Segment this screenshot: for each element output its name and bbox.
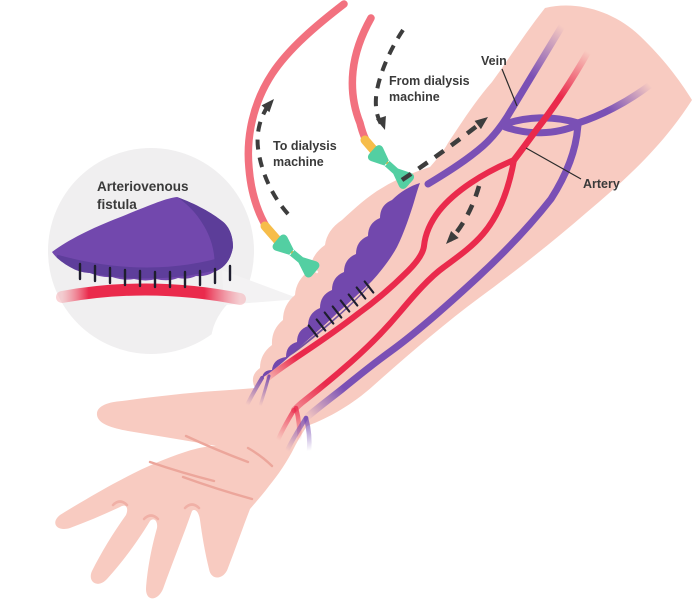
- fistula-tail: [245, 376, 264, 407]
- tube: [244, 0, 348, 232]
- labels: To dialysis machine From dialysis machin…: [273, 54, 620, 191]
- artery-flow-arrow: [442, 185, 482, 248]
- from-machine-line: [348, 14, 416, 191]
- inset-fistula-shadow-right: [177, 197, 233, 272]
- vein-forearm: [302, 81, 654, 422]
- tube: [348, 14, 375, 146]
- inset-artery: [56, 283, 246, 305]
- to-machine-line: [244, 0, 348, 280]
- from-machine-arrow: [373, 28, 405, 132]
- blood-vessels: [266, 22, 654, 454]
- anastomosis-stitches: [307, 280, 375, 338]
- palm-creases: [148, 434, 274, 501]
- artery-forearm: [291, 157, 517, 413]
- fistula-tail: [258, 374, 271, 408]
- vein-label: Vein: [481, 54, 507, 68]
- inset-fistula-vein: [52, 197, 233, 281]
- vein-wrist-prong: [284, 415, 309, 454]
- fistula-bulge: [245, 183, 420, 408]
- fistula-dilated-vein: [262, 183, 420, 378]
- artery-pointer-line: [525, 147, 582, 180]
- artery-wrist-prong: [275, 407, 297, 443]
- vein-upper-branch: [424, 22, 566, 188]
- inset-stitches: [78, 262, 232, 289]
- artery-trunk: [510, 48, 592, 164]
- inset-label-line2: fistula: [97, 197, 137, 212]
- vein-pointer-line: [501, 68, 518, 107]
- tube-connector: [260, 221, 284, 247]
- from-machine-label-line2: machine: [389, 90, 440, 104]
- inset-label-line1: Arteriovenous: [97, 179, 189, 194]
- artery-wrist-prong: [293, 405, 302, 444]
- fistula-seam-shadow: [290, 284, 370, 356]
- vein-wrist-prong: [303, 415, 312, 454]
- butterfly-needle-icon: [270, 232, 322, 280]
- to-machine-label-line2: machine: [273, 155, 324, 169]
- artery-fistula-branch: [266, 157, 517, 380]
- artery-label: Artery: [583, 177, 620, 191]
- vein-braid-lower: [501, 121, 582, 137]
- finger-web-shadows: [111, 500, 201, 521]
- vein-flow-arrow: [400, 112, 492, 182]
- from-machine-label-line1: From dialysis: [389, 74, 470, 88]
- flow-arrows: [255, 28, 492, 248]
- inset-fistula-shadow-bottom: [54, 254, 233, 279]
- to-machine-arrow: [255, 95, 290, 216]
- to-machine-label-line1: To dialysis: [273, 139, 337, 153]
- vein-braid-upper: [501, 114, 582, 128]
